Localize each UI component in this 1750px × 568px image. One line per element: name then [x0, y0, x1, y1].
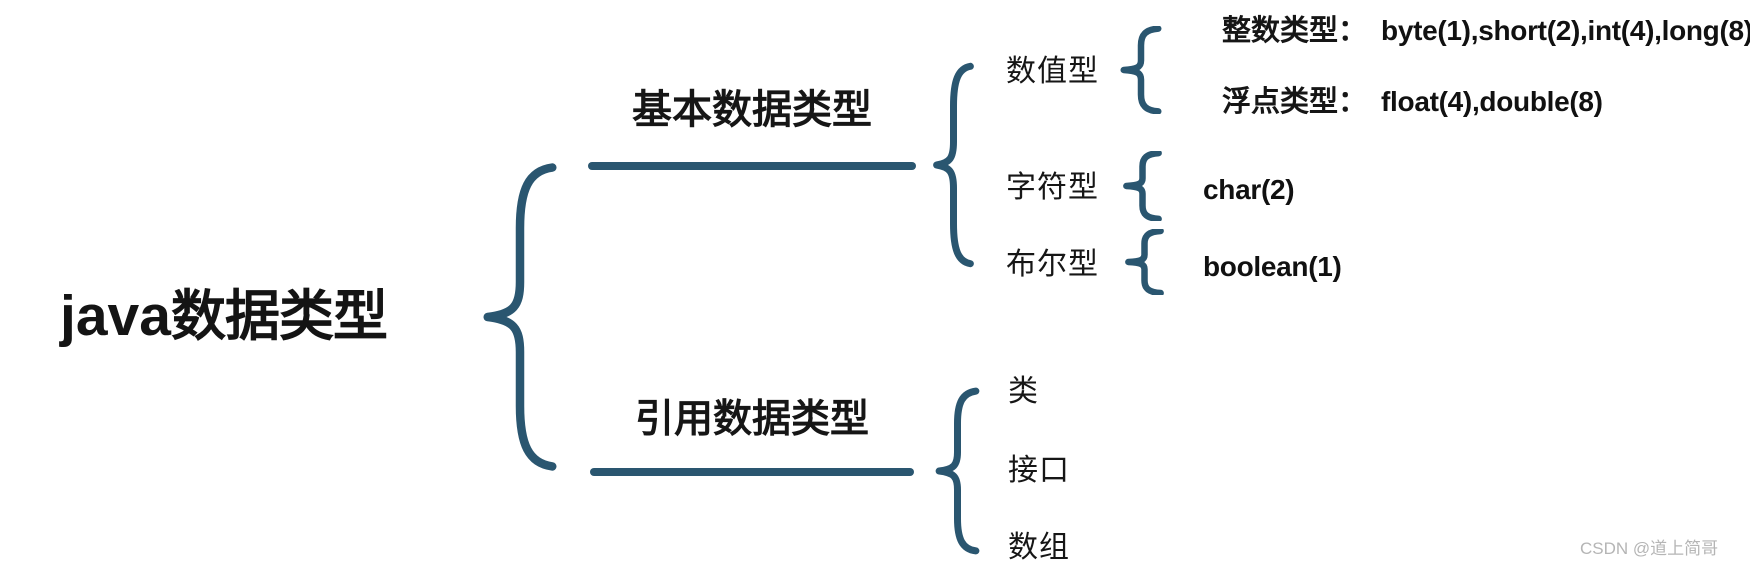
- float-types-code: float(4),double(8): [1381, 86, 1603, 117]
- item-integer-types: 整数类型： byte(1),short(2),int(4),long(8): [1222, 15, 1750, 48]
- primitive-brace: [931, 60, 976, 270]
- root-label-cjk: 数据类型: [170, 285, 388, 347]
- ref-array-label: 数组: [1008, 531, 1070, 564]
- ref-class-label: 类: [1008, 375, 1039, 408]
- numeric-brace: [1118, 26, 1164, 114]
- item-float-types: 浮点类型： float(4),double(8): [1222, 86, 1603, 119]
- ref-interface-label: 接口: [1008, 454, 1070, 487]
- root-label: java数据类型: [60, 284, 388, 348]
- child-numeric-label: 数值型: [1006, 55, 1099, 88]
- char-brace: [1121, 151, 1164, 221]
- item-char-code: char(2): [1203, 174, 1295, 206]
- reference-brace: [933, 386, 982, 556]
- branch-primitive-underline: [588, 162, 916, 170]
- char-code: char(2): [1203, 174, 1295, 205]
- integer-types-prefix: 整数类型：: [1222, 15, 1368, 47]
- item-boolean-code: boolean(1): [1203, 251, 1342, 283]
- watermark: CSDN @道上简哥: [1580, 539, 1719, 558]
- child-char-label: 字符型: [1006, 171, 1099, 204]
- root-label-latin: java: [60, 284, 171, 348]
- branch-reference-underline: [590, 468, 914, 476]
- boolean-brace: [1123, 229, 1166, 295]
- branch-primitive-label: 基本数据类型: [632, 88, 872, 132]
- branch-reference-label: 引用数据类型: [634, 398, 869, 441]
- root-brace: [477, 158, 563, 476]
- float-types-prefix: 浮点类型：: [1222, 86, 1368, 118]
- boolean-code: boolean(1): [1203, 251, 1342, 282]
- integer-types-code: byte(1),short(2),int(4),long(8): [1381, 15, 1750, 46]
- child-boolean-label: 布尔型: [1006, 248, 1099, 281]
